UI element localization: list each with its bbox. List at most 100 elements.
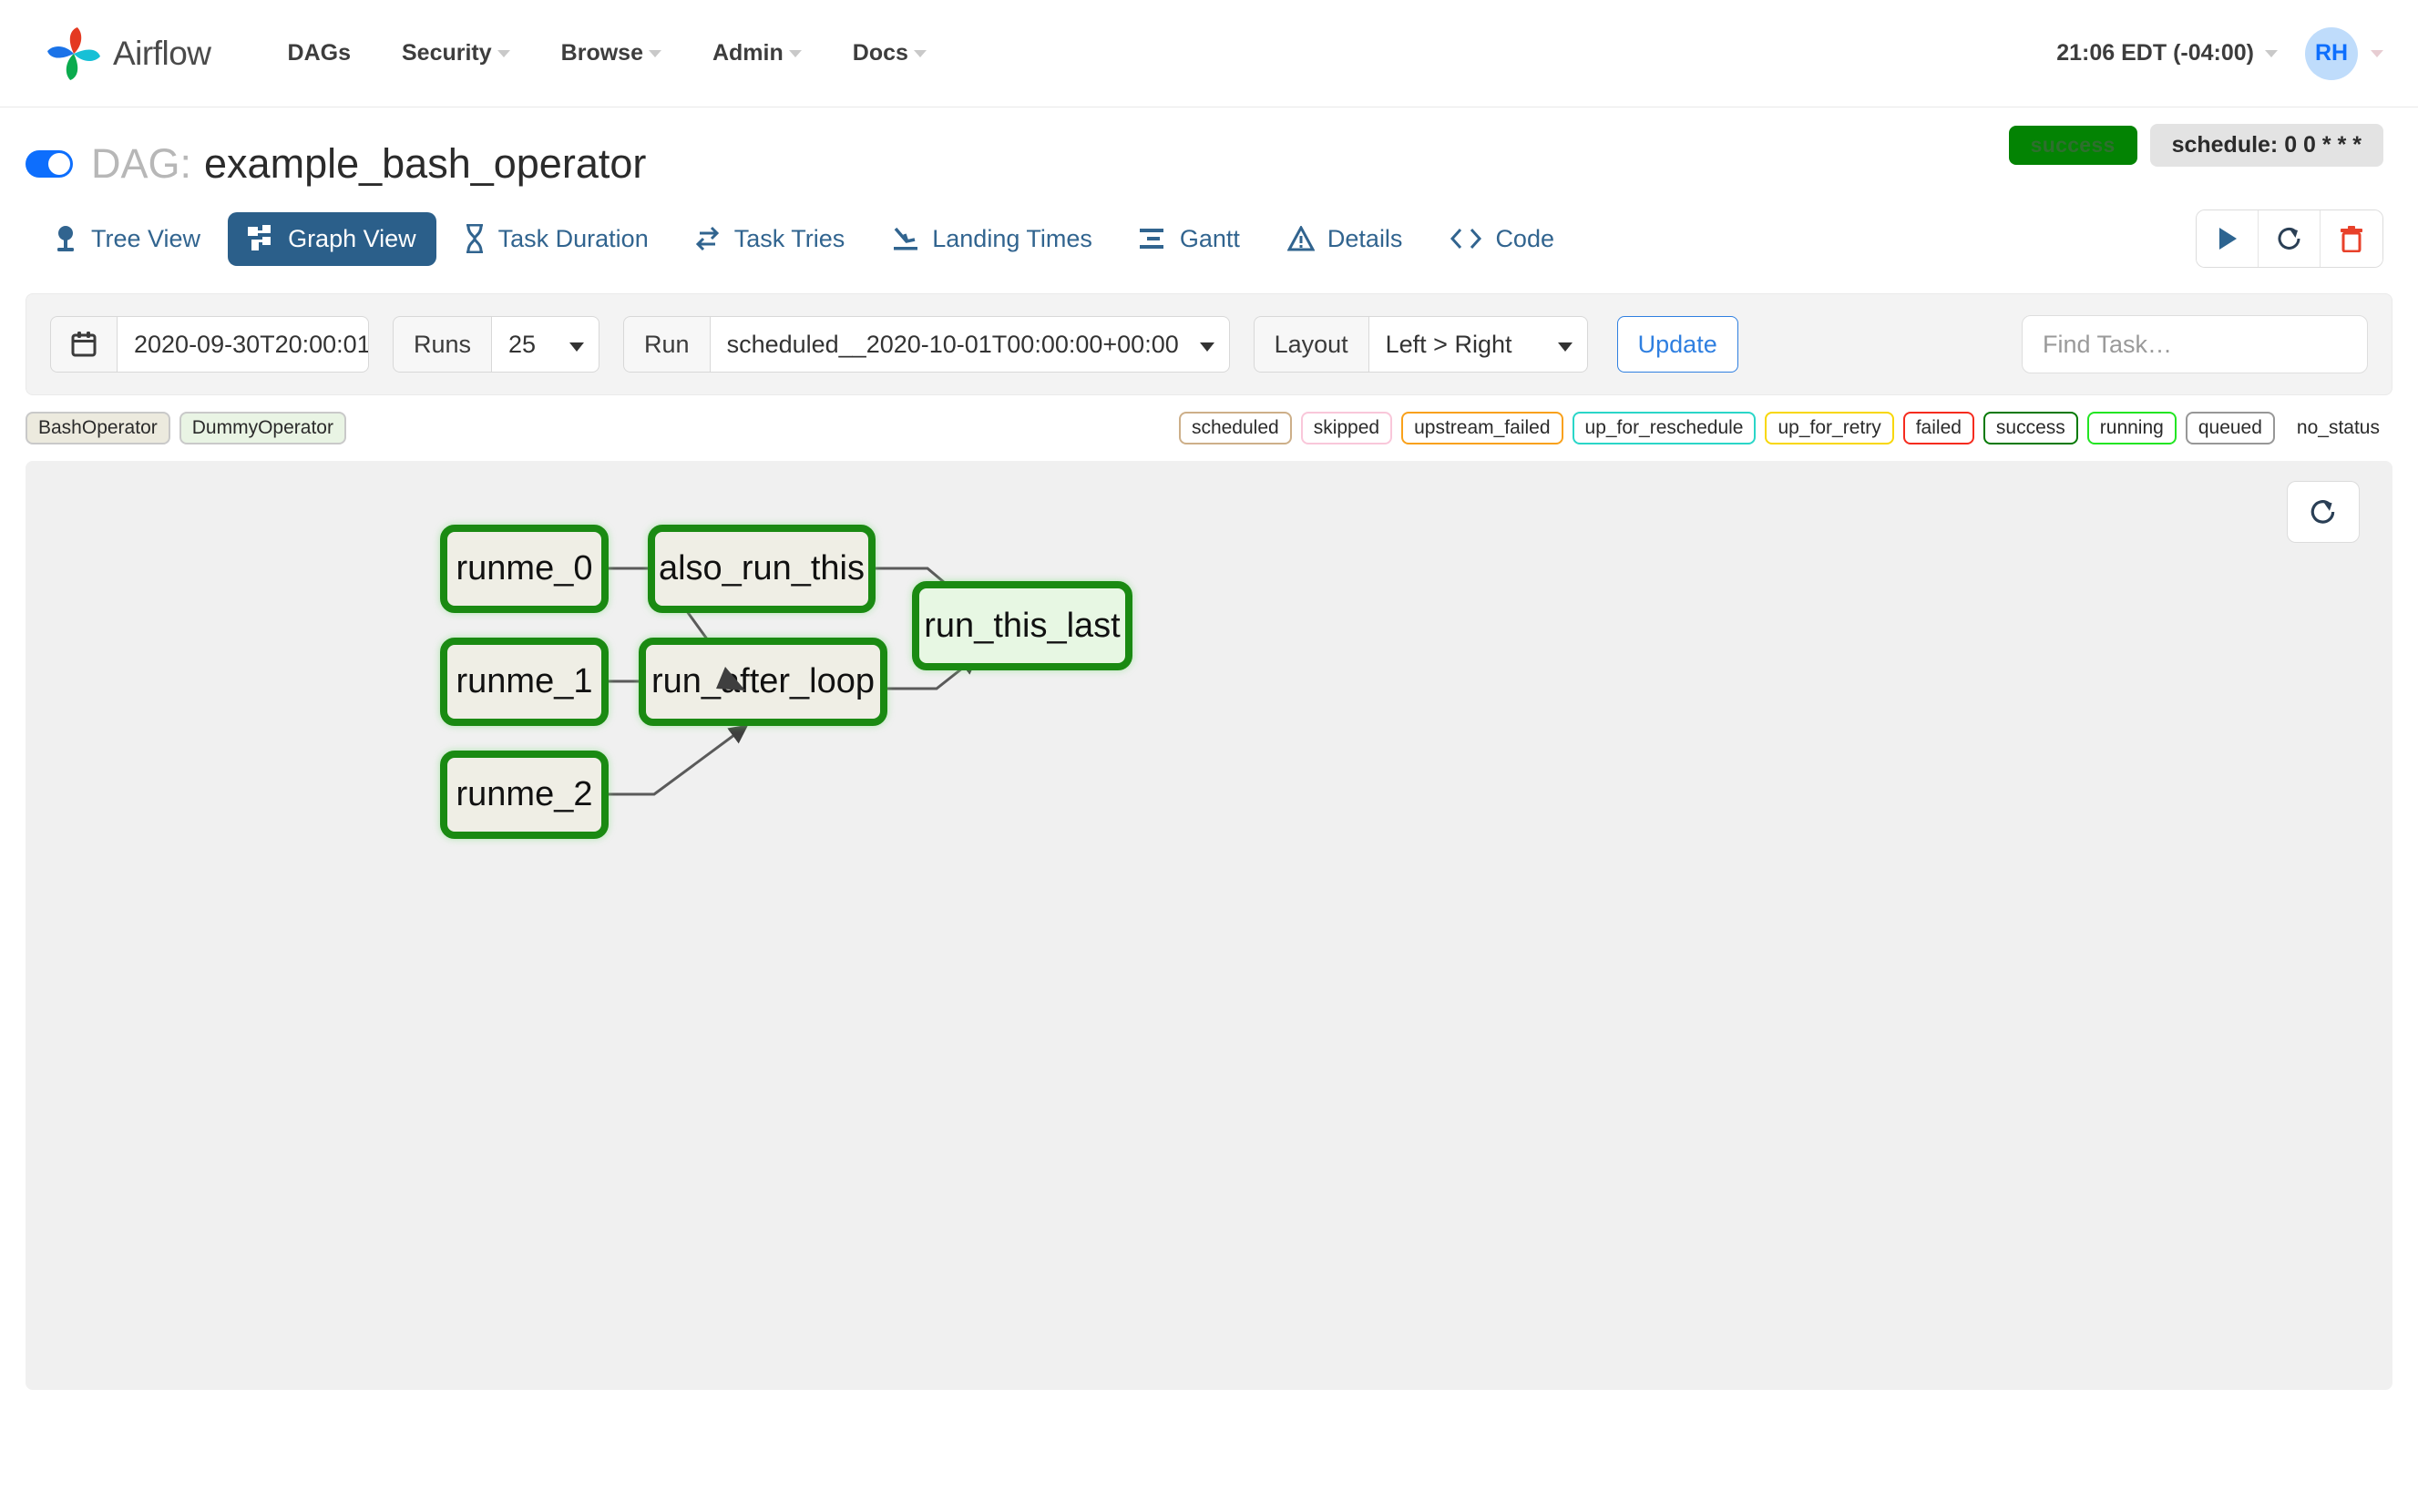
nav-link-docs[interactable]: Docs — [827, 31, 952, 76]
landing-icon — [894, 227, 918, 250]
graph-edges — [609, 567, 979, 796]
trigger-dag-button[interactable] — [2197, 210, 2259, 267]
nav-link-label: Browse — [560, 40, 643, 66]
nav-link-admin[interactable]: Admin — [687, 31, 827, 76]
refresh-icon — [2310, 500, 2335, 524]
tab-code[interactable]: Code — [1429, 212, 1574, 266]
user-menu[interactable]: RH — [2305, 26, 2383, 80]
layout-select[interactable]: Left > Right — [1368, 316, 1588, 373]
timezone-selector[interactable]: 21:06 EDT (-04:00) — [2056, 40, 2278, 66]
node-label: runme_1 — [456, 662, 593, 700]
refresh-icon — [2278, 227, 2300, 250]
chevron-down-icon — [2371, 49, 2383, 57]
update-button[interactable]: Update — [1616, 316, 1738, 373]
warning-icon — [1286, 226, 1315, 251]
avatar: RH — [2305, 26, 2358, 80]
status-legend: scheduled skipped upstream_failed up_for… — [1178, 412, 2392, 444]
tab-gantt[interactable]: Gantt — [1120, 212, 1260, 266]
page-title: example_bash_operator — [204, 140, 647, 187]
airflow-brand[interactable]: Airflow — [47, 26, 211, 81]
status-chip-up-for-reschedule[interactable]: up_for_reschedule — [1572, 412, 1757, 444]
nav-link-label: Docs — [852, 40, 908, 66]
nav-link-label: Admin — [712, 40, 784, 66]
brand-label: Airflow — [113, 34, 211, 72]
status-chip-no-status: no_status — [2296, 417, 2380, 438]
runs-group: Runs 25 — [393, 316, 600, 373]
status-chip-up-for-retry[interactable]: up_for_retry — [1765, 412, 1894, 444]
legend-row: BashOperator DummyOperator scheduled ski… — [26, 410, 2392, 446]
tab-tree-view[interactable]: Tree View — [33, 212, 220, 266]
tab-landing-times[interactable]: Landing Times — [872, 212, 1112, 266]
operator-chip-dummyoperator[interactable]: DummyOperator — [179, 412, 346, 444]
nav-link-label: Security — [402, 40, 492, 66]
chevron-down-icon — [2265, 50, 2278, 57]
view-tabbar: Tree View Graph View Task Duration Task … — [0, 197, 2418, 281]
chevron-down-icon — [913, 50, 927, 57]
chevron-down-icon — [648, 50, 661, 57]
dag-run-select[interactable]: scheduled__2020-10-01T00:00:00+00:00 — [710, 316, 1230, 373]
status-chip-queued[interactable]: queued — [2185, 412, 2275, 444]
tab-label: Gantt — [1179, 224, 1240, 252]
calendar-button[interactable] — [50, 316, 118, 373]
airflow-logo-icon — [47, 26, 100, 80]
tab-label: Code — [1495, 224, 1554, 252]
tab-label: Graph View — [288, 224, 416, 252]
status-chip-failed[interactable]: failed — [1902, 412, 1974, 444]
graph-node-also-run-this[interactable]: also_run_this — [648, 525, 876, 613]
status-chip-success[interactable]: success — [1983, 412, 2078, 444]
node-label: runme_0 — [456, 549, 593, 587]
gantt-icon — [1139, 229, 1163, 249]
trash-icon — [2341, 226, 2362, 252]
num-runs-select[interactable]: 25 — [492, 316, 600, 373]
delete-dag-button[interactable] — [2321, 210, 2382, 267]
navbar-right: 21:06 EDT (-04:00) RH — [2056, 26, 2383, 80]
run-group: Run scheduled__2020-10-01T00:00:00+00:00 — [623, 316, 1230, 373]
code-icon — [1450, 228, 1482, 250]
nav-link-label: DAGs — [287, 40, 351, 66]
status-chip-upstream-failed[interactable]: upstream_failed — [1401, 412, 1563, 444]
status-chip-running[interactable]: running — [2086, 412, 2177, 444]
nav-link-security[interactable]: Security — [376, 31, 536, 76]
nav-links: DAGs Security Browse Admin Docs — [262, 31, 952, 76]
status-badge[interactable]: success — [2008, 126, 2137, 165]
graph-node-runme-0[interactable]: runme_0 — [440, 525, 609, 613]
tab-label: Tree View — [91, 224, 201, 252]
play-icon — [2218, 228, 2237, 250]
node-label: also_run_this — [658, 549, 866, 587]
nav-link-browse[interactable]: Browse — [536, 31, 687, 76]
tab-graph-view[interactable]: Graph View — [228, 211, 436, 266]
status-chip-skipped[interactable]: skipped — [1300, 412, 1393, 444]
tab-task-duration[interactable]: Task Duration — [444, 211, 669, 266]
base-date-input[interactable]: 2020-09-30T20:00:01-0 — [118, 316, 369, 373]
layout-label: Layout — [1253, 316, 1369, 373]
dag-header: DAG: example_bash_operator success sched… — [0, 107, 2418, 197]
tree-icon — [57, 226, 74, 251]
graph-refresh-button[interactable] — [2287, 481, 2360, 543]
node-label: run_this_last — [924, 606, 1121, 645]
current-time-label: 21:06 EDT (-04:00) — [2056, 40, 2254, 66]
dag-pause-toggle[interactable] — [26, 150, 73, 178]
nav-link-dags[interactable]: DAGs — [262, 31, 376, 76]
find-task-input[interactable]: Find Task… — [2022, 315, 2368, 373]
tab-task-tries[interactable]: Task Tries — [676, 212, 866, 266]
dag-badges: success schedule: 0 0 * * * — [2008, 124, 2383, 167]
schedule-badge[interactable]: schedule: 0 0 * * * — [2149, 124, 2383, 167]
tab-label: Landing Times — [932, 224, 1092, 252]
hourglass-icon — [466, 224, 483, 253]
graph-node-runme-1[interactable]: runme_1 — [440, 638, 609, 726]
graph-canvas[interactable]: runme_0 also_run_this run_this_last runm… — [26, 461, 2392, 1390]
tab-label: Task Duration — [497, 224, 649, 252]
graph-node-runme-2[interactable]: runme_2 — [440, 751, 609, 839]
graph-node-run-after-loop[interactable]: run_after_loop — [639, 638, 887, 726]
tab-details[interactable]: Details — [1267, 212, 1423, 266]
operator-chip-bashoperator[interactable]: BashOperator — [26, 412, 170, 444]
refresh-dag-button[interactable] — [2259, 210, 2321, 267]
graph-icon — [248, 225, 272, 250]
graph-node-run-this-last[interactable]: run_this_last — [912, 581, 1132, 670]
dag-action-buttons — [2196, 209, 2383, 268]
layout-group: Layout Left > Right — [1253, 316, 1588, 373]
graph-filter-toolbar: 2020-09-30T20:00:01-0 Runs 25 Run schedu… — [26, 293, 2392, 395]
operator-legend: BashOperator DummyOperator — [26, 412, 346, 444]
node-label: runme_2 — [456, 775, 593, 813]
status-chip-scheduled[interactable]: scheduled — [1178, 412, 1292, 444]
